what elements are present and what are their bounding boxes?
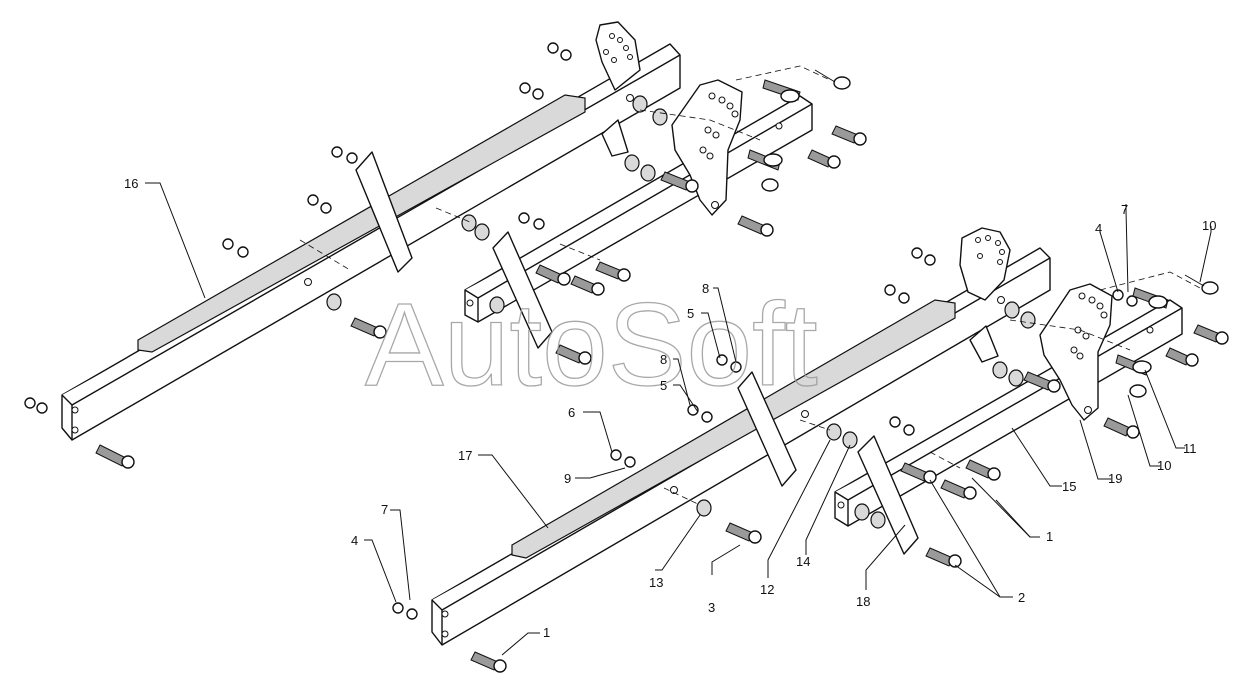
lower-assembly-lines xyxy=(663,271,1201,506)
callout-1-right: 1 xyxy=(1046,529,1053,544)
callout-4-lower: 4 xyxy=(351,533,358,548)
leader-lines xyxy=(145,182,1212,656)
callout-17: 17 xyxy=(458,448,472,463)
upper-main-beam xyxy=(61,43,681,441)
watermark-text: AutoSoft xyxy=(365,279,818,411)
lower-hitch-plate-rear xyxy=(959,227,1011,301)
callout-6: 6 xyxy=(568,405,575,420)
upper-hitch-plate-rear xyxy=(595,21,641,91)
lower-bracket-a xyxy=(737,371,797,487)
callout-labels: 16 17 7 4 1 3 13 12 14 18 6 9 8 5 5 8 15… xyxy=(124,176,1216,640)
callout-13: 13 xyxy=(649,575,663,590)
upper-bolts xyxy=(95,125,867,469)
lower-hitch-plate-front xyxy=(1039,283,1113,421)
lower-bracket-b xyxy=(857,435,919,555)
callout-1-lower: 1 xyxy=(543,625,550,640)
callout-3: 3 xyxy=(708,600,715,615)
lower-assembly xyxy=(392,227,1229,673)
callout-7-lower: 7 xyxy=(381,502,388,517)
callout-18: 18 xyxy=(856,594,870,609)
lower-pins xyxy=(1115,274,1219,398)
callout-10-lower: 10 xyxy=(1157,458,1171,473)
upper-assembly-lines xyxy=(299,65,831,271)
upper-bracket-b xyxy=(492,231,553,349)
upper-hitch-plate-front xyxy=(671,79,743,216)
callout-12: 12 xyxy=(760,582,774,597)
callout-9: 9 xyxy=(564,471,571,486)
lower-main-beam xyxy=(431,247,1051,646)
callout-10-upper: 10 xyxy=(1202,218,1216,233)
callout-19: 19 xyxy=(1108,471,1122,486)
upper-bushings xyxy=(326,95,668,314)
callout-14: 14 xyxy=(796,554,810,569)
upper-assembly xyxy=(24,21,867,469)
upper-pins xyxy=(747,69,851,192)
callout-16: 16 xyxy=(124,176,138,191)
callout-8-mid: 8 xyxy=(660,352,667,367)
callout-11: 11 xyxy=(1183,441,1197,456)
upper-nuts-washers xyxy=(24,42,572,414)
lower-bushings xyxy=(696,301,1036,529)
callout-2: 2 xyxy=(1018,590,1025,605)
callout-7-upper: 7 xyxy=(1121,202,1128,217)
lower-bracket-c xyxy=(969,325,999,363)
callout-5-upper: 5 xyxy=(687,306,694,321)
upper-bracket-c xyxy=(601,119,629,157)
callout-8-upper: 8 xyxy=(702,281,709,296)
lower-nuts-washers xyxy=(392,247,1138,620)
callout-4-upper: 4 xyxy=(1095,221,1102,236)
callout-15: 15 xyxy=(1062,479,1076,494)
upper-bracket-a xyxy=(355,151,413,273)
callout-5-mid: 5 xyxy=(660,378,667,393)
lower-bolts xyxy=(470,324,1229,673)
